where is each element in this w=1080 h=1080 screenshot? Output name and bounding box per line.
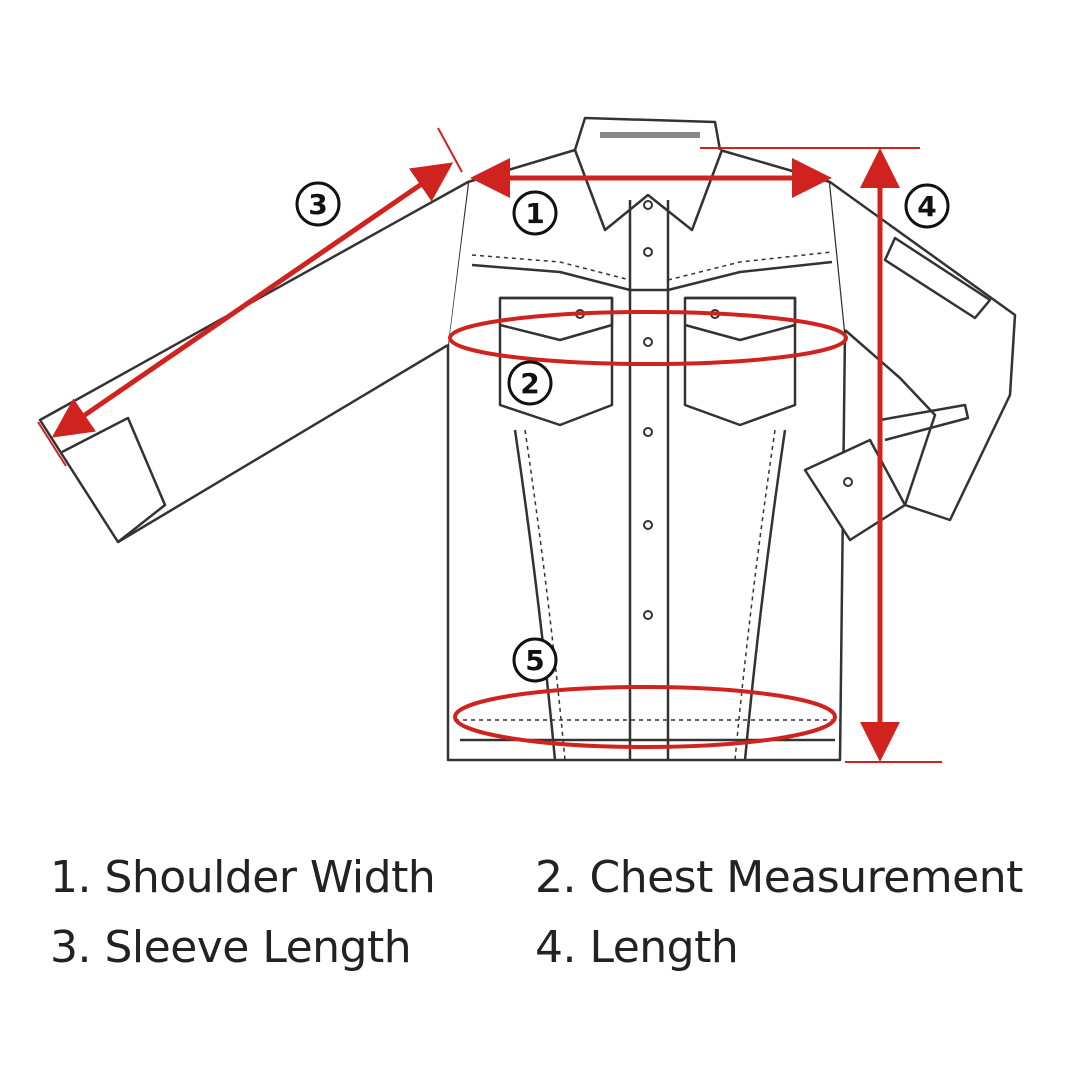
legend-length: 4. Length bbox=[535, 922, 739, 973]
legend-sleeve-length: 3. Sleeve Length bbox=[50, 922, 412, 973]
svg-text:5: 5 bbox=[525, 644, 544, 677]
svg-text:4: 4 bbox=[917, 190, 936, 223]
svg-text:2: 2 bbox=[520, 367, 539, 400]
sleeve-length-arrow bbox=[51, 162, 454, 438]
svg-text:1: 1 bbox=[525, 197, 544, 230]
hem-ellipse bbox=[453, 685, 837, 749]
marker-1: 1 bbox=[512, 190, 558, 236]
legend-shoulder-width: 1. Shoulder Width bbox=[50, 852, 436, 903]
marker-3: 3 bbox=[295, 181, 341, 227]
svg-text:3: 3 bbox=[308, 188, 327, 221]
measurement-markings bbox=[37, 127, 942, 763]
chest-measurement-ellipse bbox=[448, 310, 848, 366]
marker-2: 2 bbox=[507, 360, 553, 406]
marker-5: 5 bbox=[512, 637, 558, 683]
marker-4: 4 bbox=[904, 183, 950, 229]
legend-chest-measurement: 2. Chest Measurement bbox=[535, 852, 1023, 903]
